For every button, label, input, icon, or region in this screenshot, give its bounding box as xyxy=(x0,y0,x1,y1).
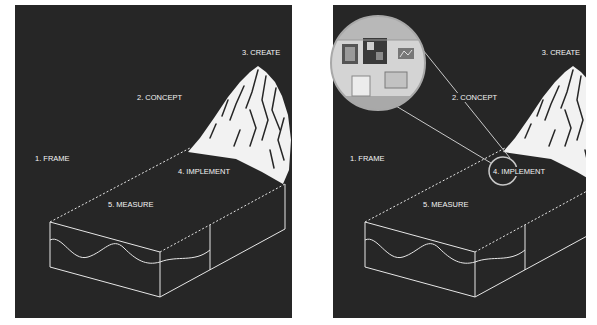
picture xyxy=(367,42,374,50)
photo-wall xyxy=(331,16,425,110)
poster xyxy=(352,76,370,96)
stage-label: 5. MEASURE xyxy=(421,200,470,209)
picture xyxy=(400,50,412,57)
terrain-block xyxy=(50,66,291,297)
photo-edge xyxy=(331,40,425,41)
stage-label: 4. IMPLEMENT xyxy=(491,167,547,176)
stage-label: 2. CONCEPT xyxy=(450,93,499,102)
stage-label: 1. FRAME xyxy=(348,154,387,163)
stage-label: 4. IMPLEMENT xyxy=(176,167,232,176)
poster xyxy=(385,72,407,88)
photo-floor xyxy=(331,96,425,110)
left-scene xyxy=(50,66,291,297)
photo-ceiling xyxy=(331,16,425,40)
panel-ground xyxy=(15,5,292,318)
stage-label: 3. CREATE xyxy=(240,48,282,57)
picture xyxy=(345,47,355,61)
magnifier-ring xyxy=(331,16,425,110)
leader-line xyxy=(423,50,510,158)
leader-line xyxy=(396,106,491,163)
picture-frame xyxy=(398,48,414,59)
picture-frame xyxy=(342,44,358,64)
panel-ground xyxy=(333,5,586,318)
stage-label: 5. MEASURE xyxy=(106,200,155,209)
picture xyxy=(376,52,383,60)
picture-frame xyxy=(363,38,387,64)
stage-label: 2. CONCEPT xyxy=(135,93,184,102)
magnifier-photo xyxy=(331,16,425,110)
stage-label: 3. CREATE xyxy=(540,48,582,57)
stage-label: 1. FRAME xyxy=(33,154,72,163)
